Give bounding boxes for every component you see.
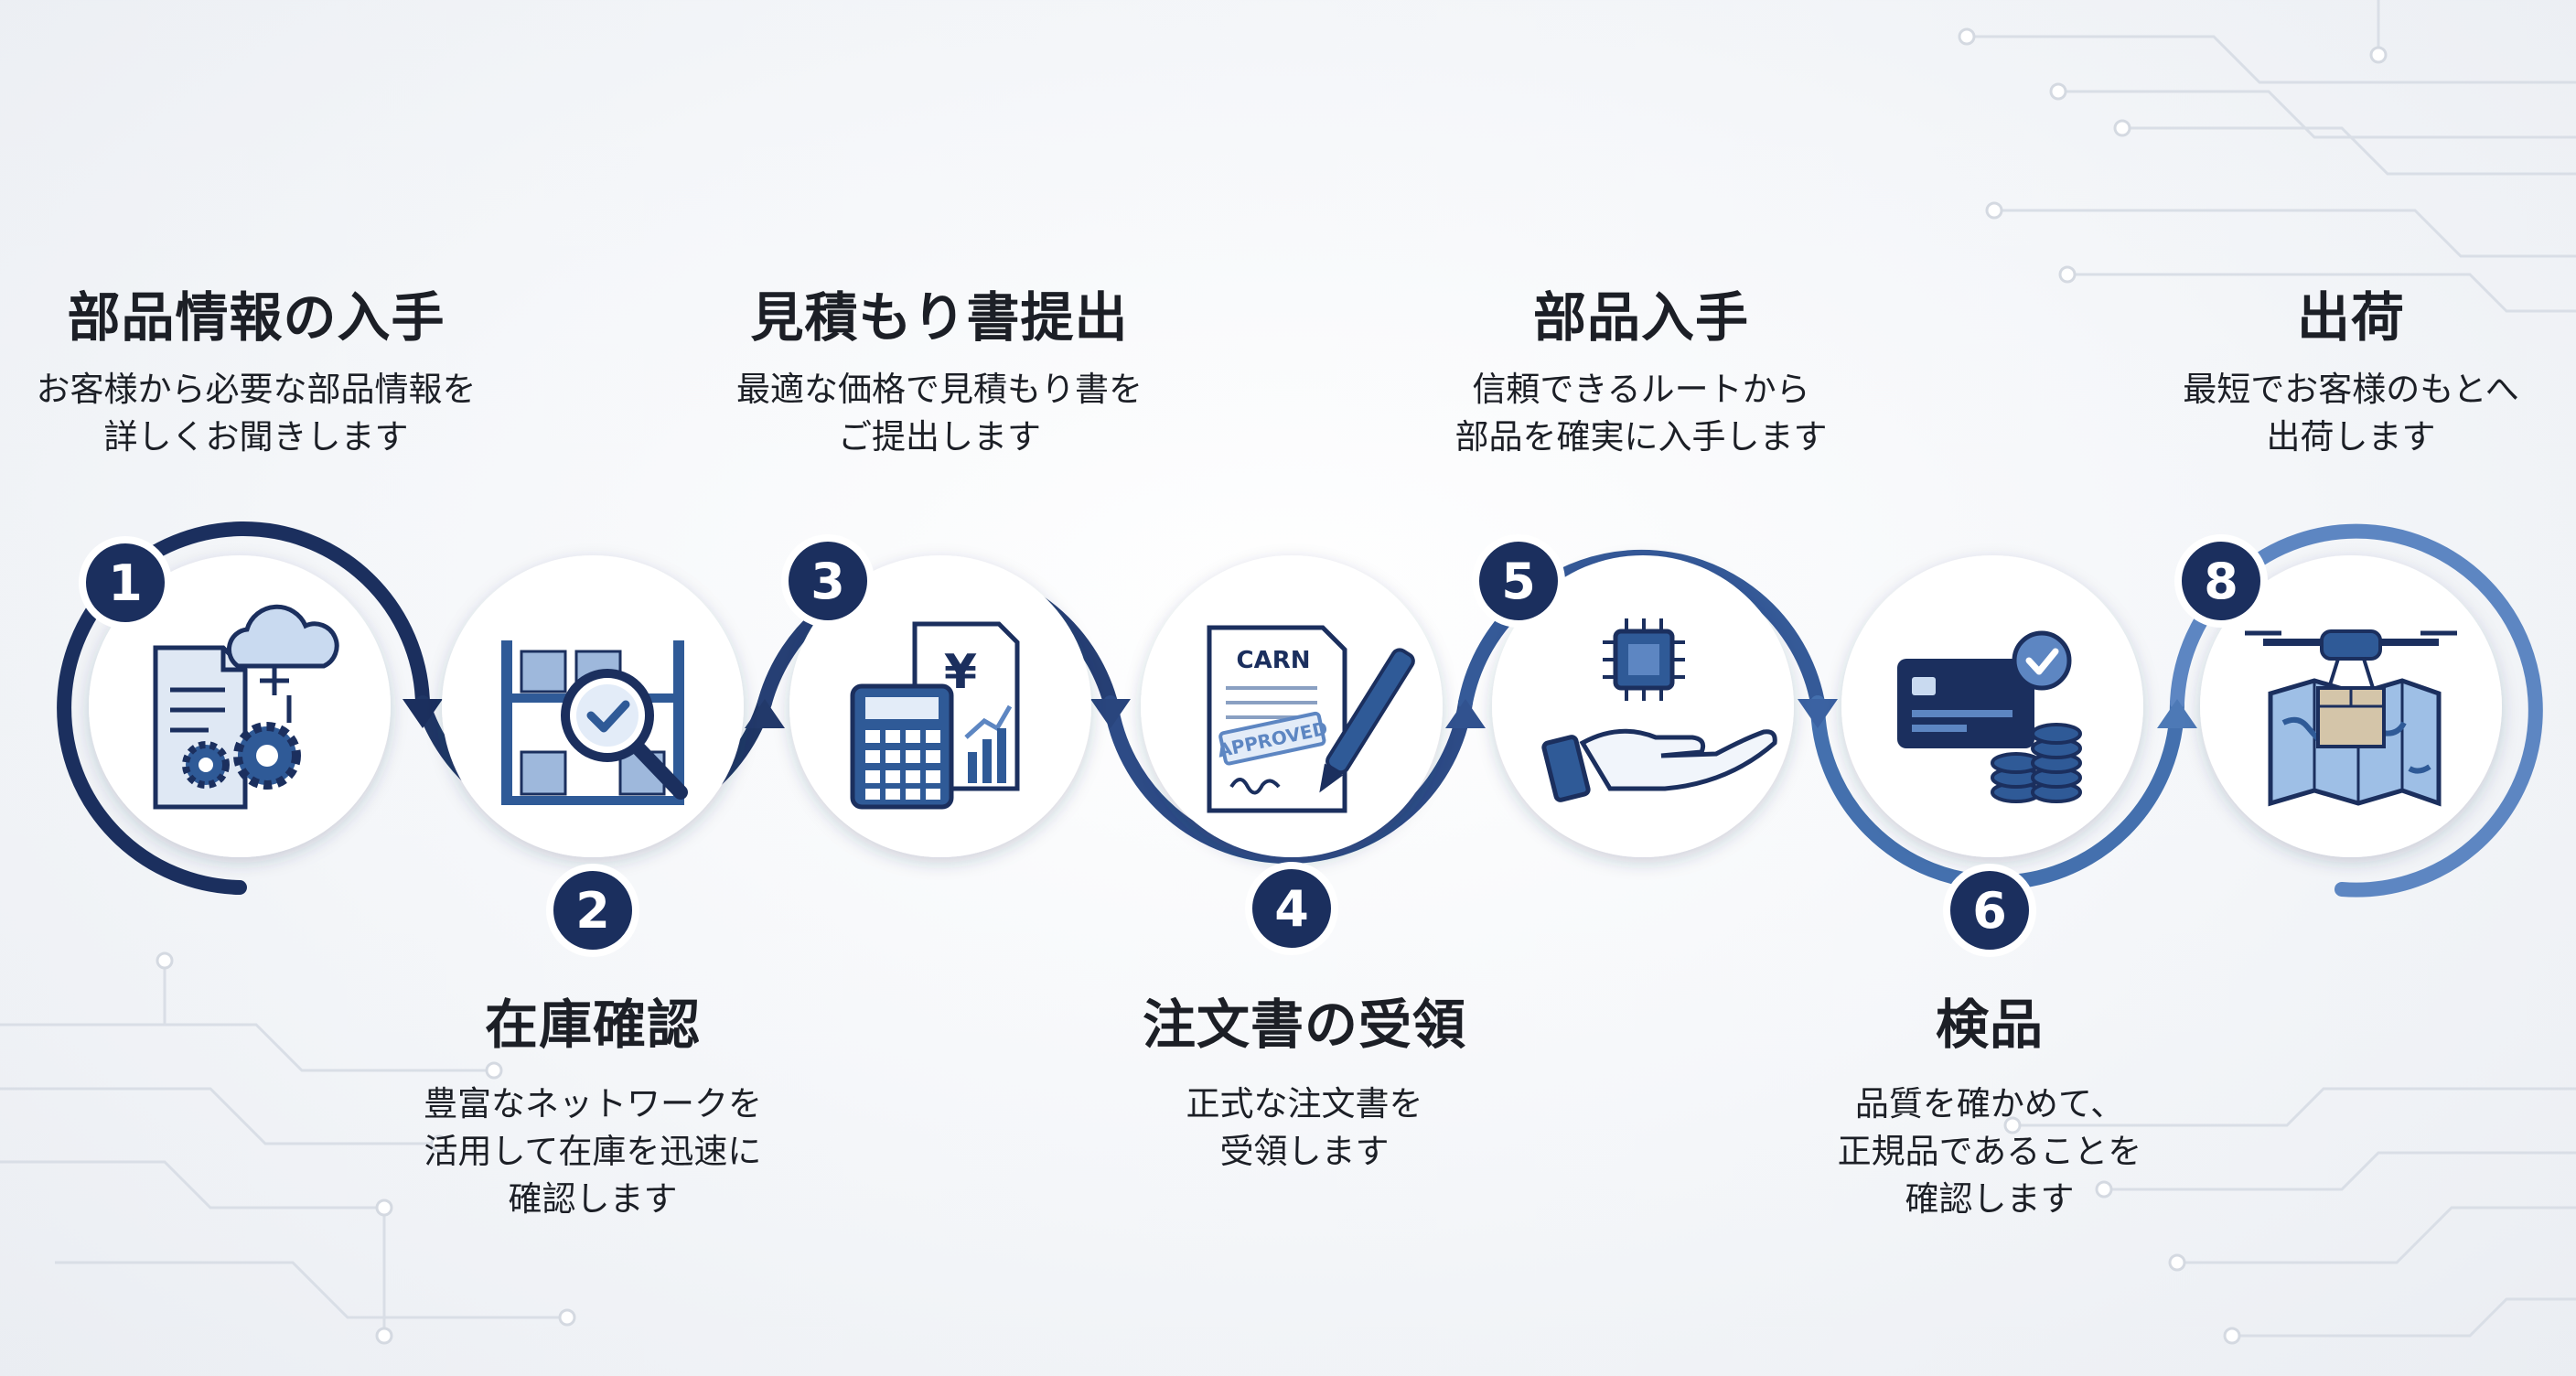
step-8-title: 出荷 (2296, 286, 2405, 349)
number-badge-6: 6 (1943, 864, 2036, 957)
number-badge-2: 2 (546, 864, 639, 957)
flow-arrow (1798, 699, 1838, 728)
step-2-title: 在庫確認 (484, 994, 701, 1056)
document-cloud-gear-icon (153, 604, 339, 810)
warehouse-magnifier-icon (501, 640, 688, 805)
step-8-number: 8 (2204, 553, 2238, 610)
calculator-yen-chart-icon: ¥ (850, 621, 1020, 810)
step-6-description-line-2: 正規品であることを (1837, 1132, 2142, 1171)
step-1-label: 部品情報の入手 お客様から必要な部品情報を 詳しくお聞きします (0, 285, 512, 461)
step-6-title: 検品 (1935, 994, 2044, 1056)
step-2-label: 在庫確認 豊富なネットワークを 活用して在庫を迅速に 確認します (337, 993, 849, 1223)
step-6-description-line-3: 確認します (1905, 1179, 2075, 1219)
flow-arrow (1090, 699, 1131, 728)
number-badge-1: 1 (79, 536, 172, 629)
step-1-description-line-2: 詳しくお聞きします (103, 417, 409, 457)
hand-chip-icon (1541, 618, 1777, 802)
flow-arrow (2157, 699, 2197, 728)
step-2-description-line-1: 豊富なネットワークを (424, 1084, 762, 1123)
number-badge-3: 3 (781, 534, 875, 628)
step-6-number: 6 (1972, 882, 2007, 940)
step-1-number: 1 (108, 554, 143, 612)
number-badge-8: 8 (2174, 534, 2268, 628)
flow-arrow (402, 699, 443, 728)
drone-map-package-icon (2245, 629, 2457, 807)
step-6-label: 検品 品質を確かめて、 正規品であることを 確認します (1733, 993, 2246, 1223)
step-3-label: 見積もり書提出 最適な価格で見積もり書を ご提出します (683, 285, 1196, 461)
step-5-description-line-2: 部品を確実に入手します (1454, 417, 1828, 457)
step-3-number: 3 (810, 553, 845, 610)
step-5-label: 部品入手 信頼できるルートから 部品を確実に入手します (1385, 285, 1897, 461)
step-8-description-line-2: 出荷します (2266, 417, 2436, 457)
step-5-description-line-1: 信頼できるルートから (1472, 370, 1810, 409)
step-3-description-line-1: 最適な価格で見積もり書を (736, 370, 1143, 409)
step-3-description-line-2: ご提出します (838, 417, 1041, 457)
step-3-title: 見積もり書提出 (750, 286, 1129, 349)
number-badge-4: 4 (1245, 862, 1338, 955)
flow-arrow (1445, 699, 1486, 728)
step-8-label: 出荷 最短でお客様のもとへ 出荷します (2095, 285, 2576, 461)
step-1-description-line-1: お客様から必要な部品情報を (36, 370, 477, 409)
card-coins-check-icon (1897, 630, 2082, 803)
step-4-number: 4 (1274, 880, 1309, 938)
number-badge-5: 5 (1472, 534, 1565, 628)
step-2-description-line-3: 確認します (508, 1179, 678, 1219)
step-4-description-line-2: 受領します (1219, 1132, 1390, 1171)
step-5-number: 5 (1501, 553, 1536, 610)
step-4-title: 注文書の受領 (1142, 994, 1466, 1056)
step-5-title: 部品入手 (1532, 286, 1749, 349)
flow-arrow (745, 699, 785, 728)
step-1-title: 部品情報の入手 (67, 286, 445, 349)
step-8-description-line-1: 最短でお客様のもとへ (2183, 370, 2519, 409)
step-4-label: 注文書の受領 正式な注文書を 受領します (1048, 993, 1561, 1176)
step-2-description-line-2: 活用して在庫を迅速に (424, 1132, 762, 1171)
step-2-number: 2 (575, 882, 610, 940)
approved-document-pen-icon: CARN APPROVED (1207, 625, 1415, 813)
step-4-description-line-1: 正式な注文書を (1186, 1084, 1423, 1123)
step-6-description-line-1: 品質を確かめて、 (1854, 1084, 2125, 1123)
document-header: CARN (1237, 647, 1311, 674)
